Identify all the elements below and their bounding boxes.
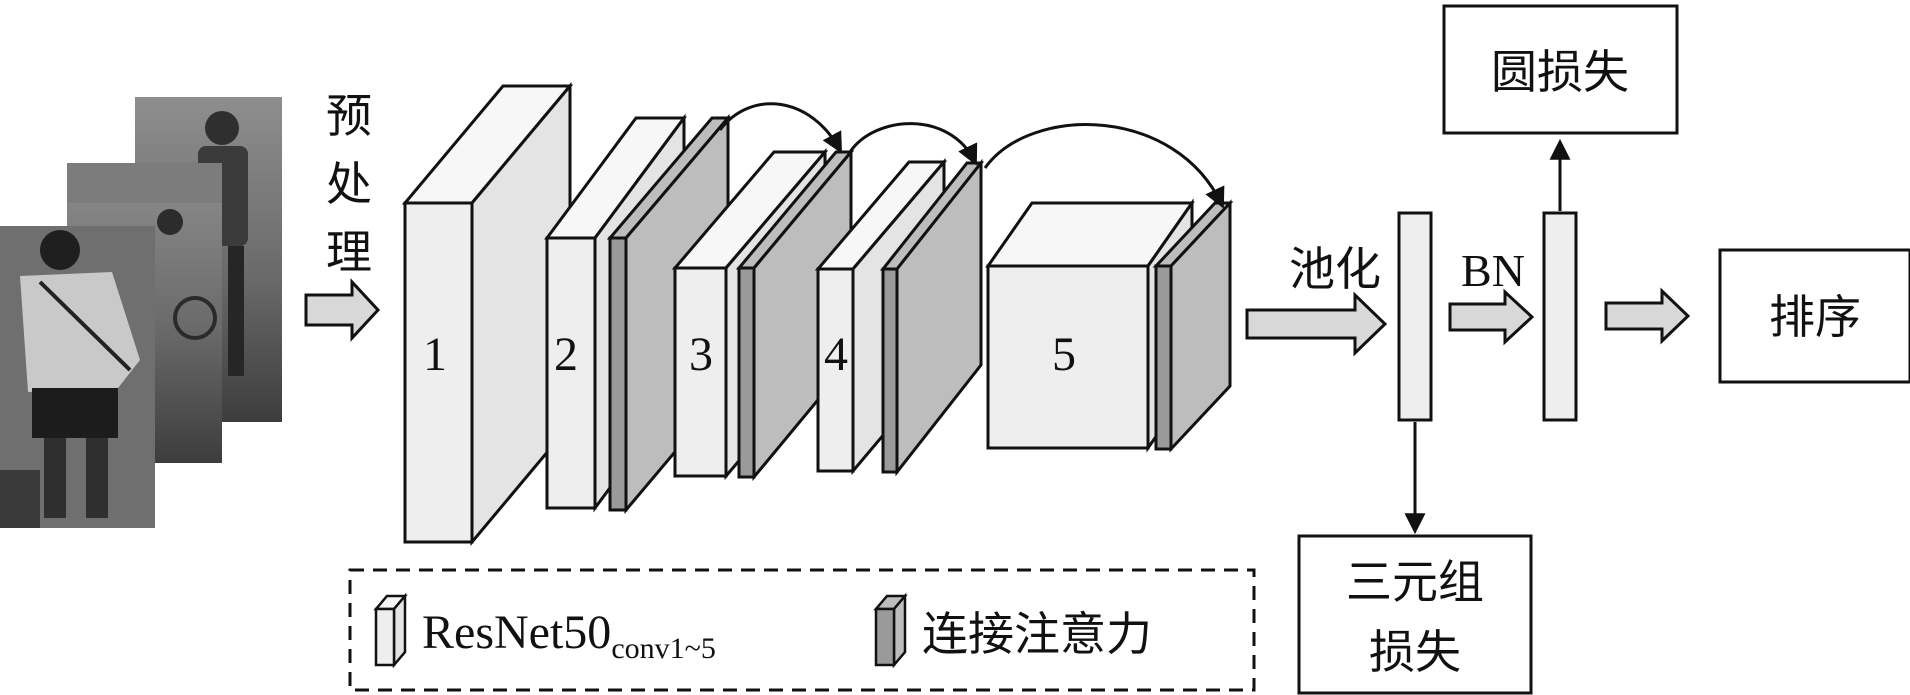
pooling-arrow xyxy=(1245,291,1388,357)
pedestrian-photo-front xyxy=(0,226,155,528)
block-5-label: 5 xyxy=(1052,328,1076,381)
legend-frame xyxy=(348,568,1256,692)
legend-attention-icon xyxy=(873,592,908,669)
block-4-label: 4 xyxy=(824,328,848,381)
preprocess-label-char-1: 预 xyxy=(326,89,372,143)
legend-resnet-main: ResNet50 xyxy=(422,606,611,659)
legend-attention-label: 连接注意力 xyxy=(922,607,1152,661)
pooling-label: 池化 xyxy=(1289,242,1381,296)
circle-loss-box xyxy=(1442,4,1679,135)
bn-feature-vector xyxy=(1542,211,1578,422)
preprocess-arrow xyxy=(304,278,381,342)
ranking-label: 排序 xyxy=(1769,290,1861,344)
resnet-block-1: 1 xyxy=(401,81,574,547)
ranking-arrow xyxy=(1604,287,1691,345)
block-1-label: 1 xyxy=(423,328,447,381)
preprocess-label-char-2: 处 xyxy=(326,157,372,211)
preprocess-label-char-3: 理 xyxy=(326,225,372,279)
circle-loss-label: 圆损失 xyxy=(1491,45,1629,99)
legend-resnet-subscript: conv1~5 xyxy=(611,632,716,665)
pooled-feature-vector xyxy=(1397,211,1433,422)
triplet-loss-label-line2: 损失 xyxy=(1369,625,1461,679)
attention-module-4 xyxy=(879,158,985,477)
input-pedestrian-images xyxy=(0,97,282,528)
skip-arrow-4-5 xyxy=(983,123,1225,209)
legend-resnet-label: ResNet50conv1~5 xyxy=(422,606,716,665)
legend: ResNet50conv1~5 连接注意力 xyxy=(348,568,1256,692)
triplet-loss-label-line1: 三元组 xyxy=(1346,555,1484,609)
legend-resnet-icon xyxy=(373,592,408,669)
skip-arrow-3-4 xyxy=(848,122,978,166)
attention-module-5 xyxy=(1152,199,1234,453)
bn-arrow xyxy=(1448,288,1535,346)
ranking-box xyxy=(1718,248,1910,384)
block-2-label: 2 xyxy=(554,328,578,381)
triplet-loss-box xyxy=(1297,534,1533,695)
block-3-label: 3 xyxy=(689,328,713,381)
bn-label: BN xyxy=(1461,245,1525,296)
skip-arrow-2-3 xyxy=(718,102,843,154)
